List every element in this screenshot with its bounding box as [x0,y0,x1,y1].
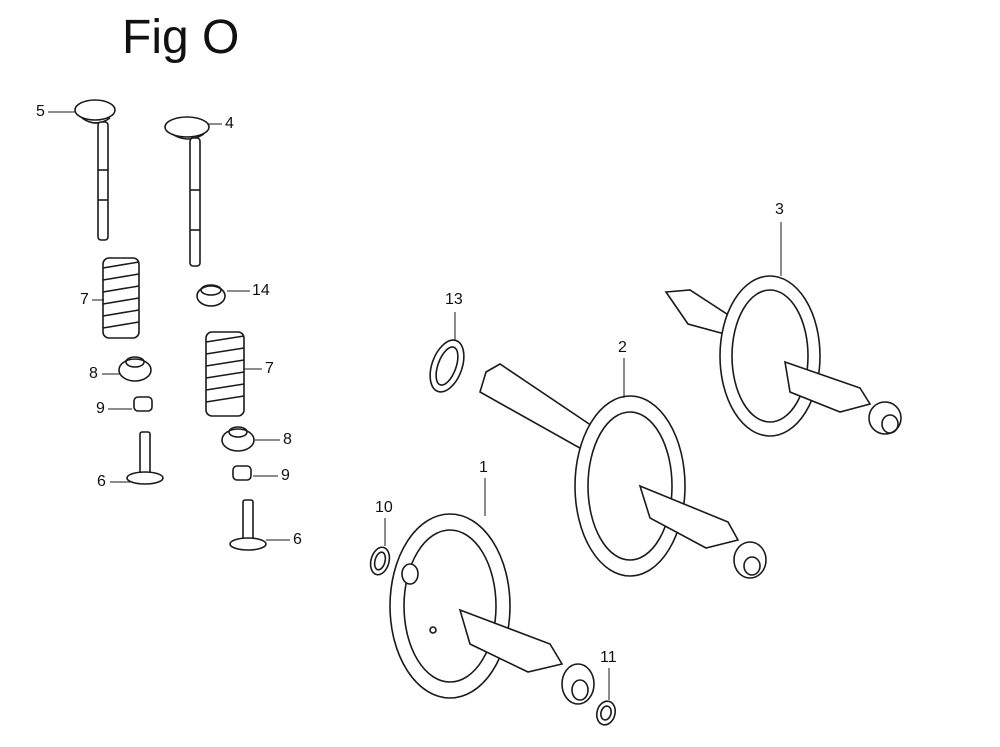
callout-10: 10 [375,499,393,516]
callout-8-left: 8 [89,365,98,382]
retainer-8-right [221,426,255,452]
callout-6-right: 6 [293,531,302,548]
washer-13 [429,339,465,393]
callout-7-right: 7 [265,360,274,377]
callout-6-left: 6 [97,473,106,490]
leader-lines [48,111,782,700]
camshaft-gear-2 [479,363,767,579]
figure-title: Fig O [122,11,240,64]
collet-9-right [232,465,252,481]
washer-10 [369,546,391,576]
retainer-14 [196,284,226,307]
callout-7-left: 7 [80,291,89,308]
callout-14: 14 [252,282,270,299]
camshaft-gear-3 [664,275,902,437]
valve-spring-right [205,331,245,417]
callout-5: 5 [36,103,45,120]
valve-4 [164,116,210,267]
camshaft-gear-1 [389,513,595,705]
callout-9-left: 9 [96,400,105,417]
valve-spring-left [102,257,140,339]
callout-9-right: 9 [281,467,290,484]
tappet-6-right [229,499,267,551]
callout-3: 3 [775,201,784,218]
washer-11 [595,700,617,726]
callout-1: 1 [479,459,488,476]
callout-11: 11 [600,649,617,666]
retainer-8-left [118,356,152,382]
tappet-6-left [126,431,164,485]
callout-4: 4 [225,115,234,132]
collet-9-left [133,396,153,412]
callout-2: 2 [618,339,627,356]
callout-8-right: 8 [283,431,292,448]
callout-13: 13 [445,291,463,308]
valve-5 [74,99,116,241]
